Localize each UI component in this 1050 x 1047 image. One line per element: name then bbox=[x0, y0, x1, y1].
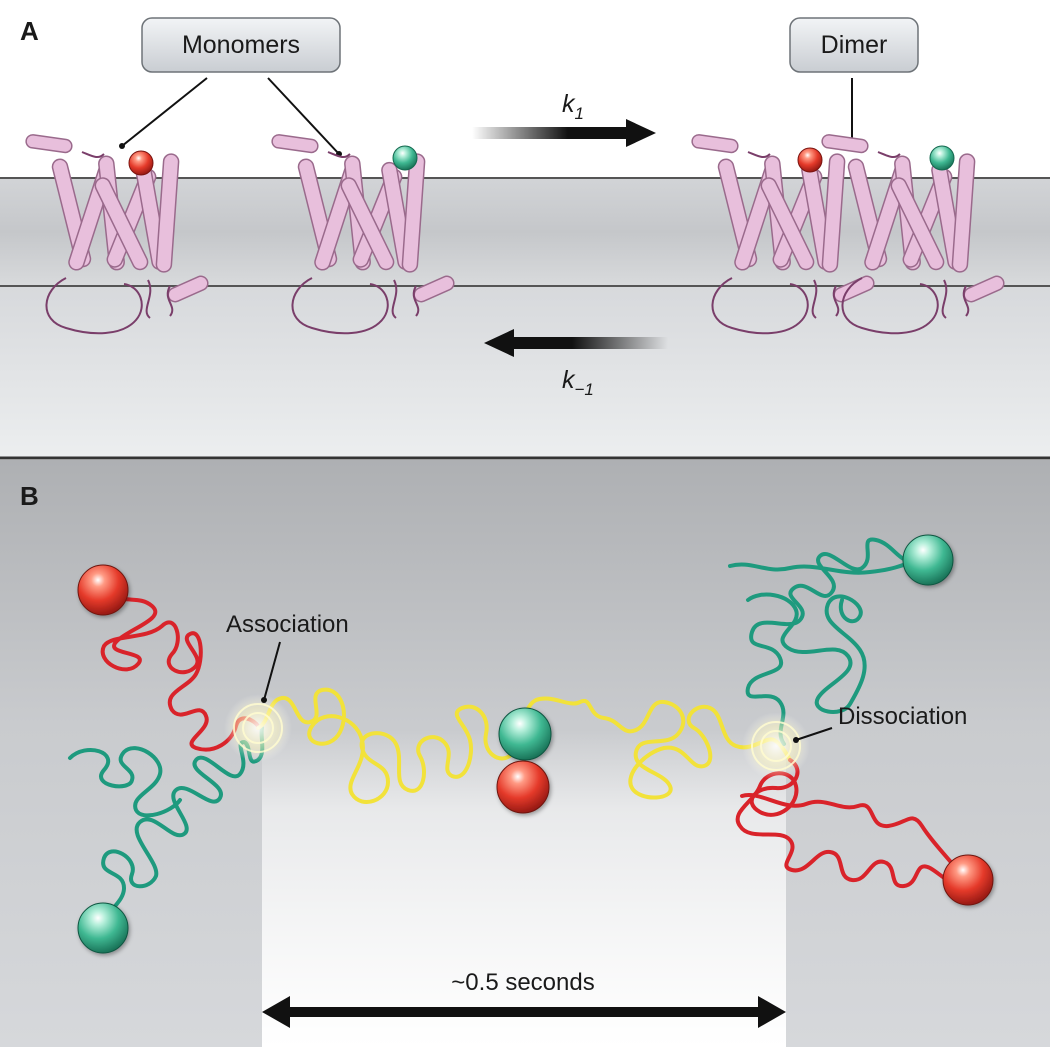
red-tag-ball bbox=[128, 150, 154, 176]
pointer-dot bbox=[261, 697, 267, 703]
green-track-after bbox=[728, 537, 918, 746]
panel-a-letter: A bbox=[20, 16, 39, 46]
red-tag-ball bbox=[797, 147, 823, 173]
association-event-marker bbox=[224, 694, 292, 762]
green-receptor-ball bbox=[77, 902, 129, 954]
duration-label: ~0.5 seconds bbox=[451, 969, 594, 996]
dimer-green-ball bbox=[498, 707, 552, 761]
red-receptor-ball bbox=[77, 564, 129, 616]
duration-arrow bbox=[262, 996, 786, 1028]
green-tag-ball bbox=[929, 145, 955, 171]
panel-b-letter: B bbox=[20, 481, 39, 511]
yellow-dimer-track bbox=[256, 687, 792, 804]
pointer-dot bbox=[119, 143, 125, 149]
dimer-label-box bbox=[789, 17, 919, 73]
green-receptor-ball bbox=[902, 534, 954, 586]
cytoplasm-region bbox=[0, 287, 1050, 457]
monomers-pointer-right bbox=[267, 77, 340, 155]
green-tag-ball bbox=[392, 145, 418, 171]
red-track-after bbox=[735, 758, 968, 889]
forward-rate-arrow bbox=[472, 119, 656, 147]
forward-rate-label: k1 bbox=[562, 90, 584, 123]
association-pointer bbox=[263, 641, 281, 701]
panel-b: B Association Dissociation bbox=[0, 460, 1050, 1047]
dissociation-pointer bbox=[795, 727, 833, 741]
panel-a: A Monomers Dimer k1 k−1 bbox=[0, 0, 1050, 460]
monomers-label: Monomers bbox=[182, 31, 300, 59]
red-receptor-ball bbox=[942, 854, 994, 906]
dimer-red-ball bbox=[496, 760, 550, 814]
monomers-label-box bbox=[141, 17, 341, 73]
red-track-before bbox=[100, 588, 260, 752]
pointer-dot bbox=[793, 737, 799, 743]
dissociation-event-marker bbox=[742, 712, 810, 780]
reverse-rate-label: k−1 bbox=[562, 366, 594, 399]
reverse-rate-arrow bbox=[484, 329, 668, 357]
dimer-label: Dimer bbox=[821, 31, 888, 59]
association-label: Association bbox=[226, 611, 349, 638]
monomers-pointer-left bbox=[121, 77, 208, 147]
dissociation-label: Dissociation bbox=[838, 703, 967, 730]
